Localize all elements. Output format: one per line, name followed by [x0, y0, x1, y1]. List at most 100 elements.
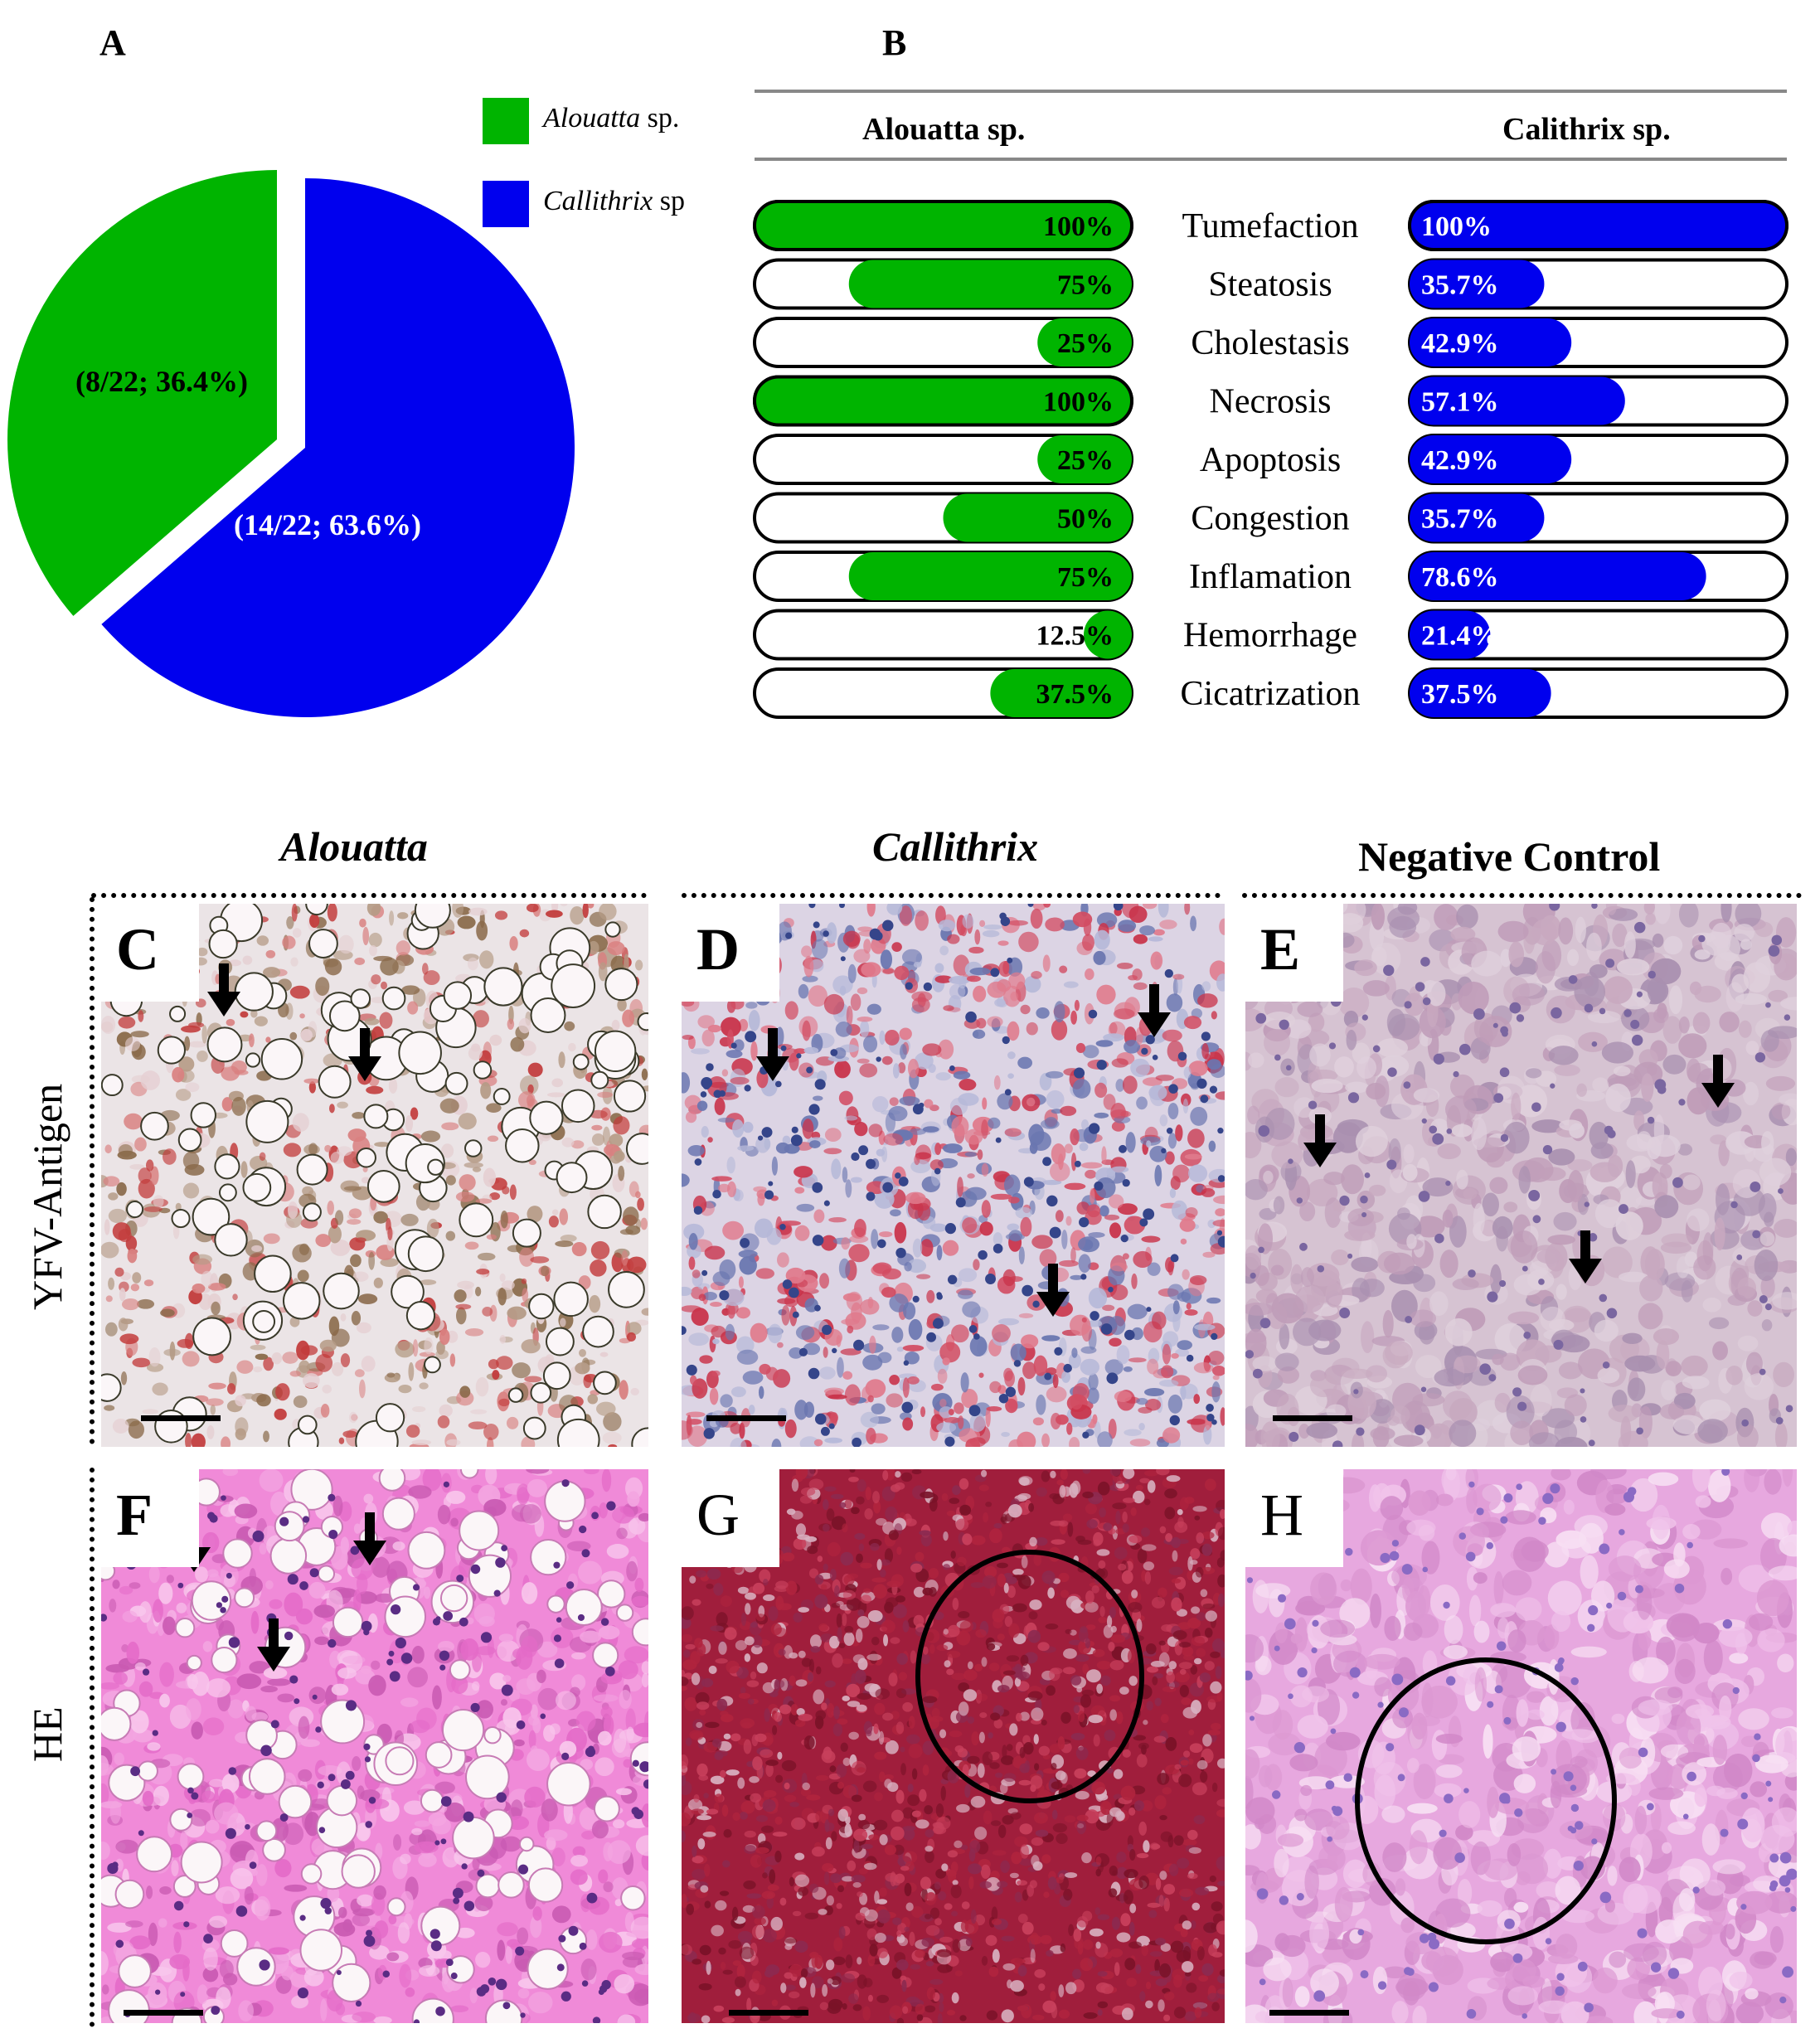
pie-chart: (14/22; 63.6%) (8/22; 36.4%) — [7, 170, 575, 717]
panel-label-g: G — [696, 1482, 740, 1548]
panel-tile-c: C — [101, 904, 199, 1002]
bar-calithrix — [1410, 318, 1572, 366]
panel-tile-d: D — [682, 904, 779, 1002]
bar-label-calithrix: 100% — [1421, 211, 1492, 242]
micrograph-h: H — [1245, 1469, 1797, 2023]
tissue-texture — [101, 1469, 648, 2023]
dotted-rule-left-top — [90, 897, 95, 1444]
bar-label-calithrix: 57.1% — [1421, 387, 1499, 418]
bar-calithrix — [1410, 493, 1545, 542]
bar-label-alouatta: 25% — [1057, 445, 1114, 476]
micrograph-g: G — [682, 1469, 1225, 2023]
pie-slice-alouatta — [7, 170, 277, 616]
category-label: Hemorrhage — [1183, 617, 1357, 655]
column-header-callithrix: Callithrix — [872, 823, 1039, 870]
bar-calithrix — [1410, 376, 1625, 425]
micrograph-c: C — [101, 904, 648, 1447]
bar-alouatta — [990, 669, 1132, 717]
legend-label-alouatta: Alouatta sp. — [543, 103, 680, 133]
bar-label-calithrix: 35.7% — [1421, 504, 1499, 535]
bar-alouatta — [848, 552, 1132, 600]
tissue-texture — [101, 904, 648, 1447]
lesion-bar-chart: 100% 100% Tumefaction 75% 35.7% Steatosis 25% 4… — [753, 200, 1788, 719]
panel-label-f: F — [116, 1482, 153, 1548]
arrow-icon — [207, 963, 240, 1017]
bar-label-calithrix: 78.6% — [1421, 562, 1499, 593]
tissue-texture — [682, 904, 1225, 1447]
dotted-rule-left-bottom — [90, 1468, 95, 2027]
bar-label-calithrix: 37.5% — [1421, 679, 1499, 710]
legend-swatch-callithrix — [483, 181, 529, 227]
scale-bar — [706, 1415, 786, 1421]
arrow-icon — [1303, 1114, 1337, 1167]
bar-label-alouatta: 50% — [1057, 504, 1114, 535]
category-label: Cicatrization — [1181, 675, 1361, 713]
arrow-icon — [257, 1618, 290, 1672]
dotted-rule-3 — [1242, 893, 1802, 898]
bar-label-alouatta: 100% — [1043, 211, 1114, 242]
category-label: Inflamation — [1189, 558, 1352, 596]
highlight-circle — [1355, 1657, 1617, 1944]
scale-bar — [141, 1415, 221, 1421]
legend-label-callithrix: Callithrix sp — [543, 186, 685, 216]
category-label: Tumefaction — [1182, 207, 1358, 245]
category-label: Congestion — [1191, 500, 1349, 538]
panel-label-d: D — [696, 916, 740, 983]
pie-label-alouatta: (8/22; 36.4%) — [75, 365, 248, 398]
row-label-he: HE — [24, 1706, 70, 1762]
highlight-circle — [915, 1550, 1144, 1803]
bar-calithrix — [1410, 260, 1545, 308]
arrow-icon — [1036, 1264, 1070, 1317]
bar-alouatta — [753, 200, 1133, 251]
arrow-icon — [756, 1028, 789, 1081]
category-label: Apoptosis — [1200, 441, 1341, 479]
bar-label-alouatta: 100% — [1043, 387, 1114, 418]
bar-label-alouatta: 75% — [1057, 562, 1114, 593]
panel-tile-h: H — [1245, 1469, 1343, 1567]
row-label-yfv-antigen: YFV-Antigen — [24, 1083, 70, 1310]
legend-swatch-alouatta — [483, 98, 529, 144]
bar-label-calithrix: 42.9% — [1421, 445, 1499, 476]
column-title-alouatta: Alouatta sp. — [862, 112, 1026, 147]
table-header-rule — [755, 158, 1787, 161]
bar-label-alouatta: 37.5% — [1036, 679, 1114, 710]
arrow-icon — [353, 1512, 386, 1565]
bar-alouatta — [1037, 435, 1132, 483]
category-label: Cholestasis — [1191, 324, 1349, 362]
column-title-calithrix: Calithrix sp. — [1502, 112, 1671, 147]
column-header-alouatta: Alouatta — [280, 823, 428, 870]
arrow-icon — [1569, 1230, 1602, 1284]
scale-bar — [1273, 1415, 1352, 1421]
scale-bar — [729, 2010, 808, 2016]
dotted-rule-1 — [91, 893, 647, 898]
arrow-icon — [1138, 984, 1171, 1037]
panel-tile-g: G — [682, 1469, 779, 1567]
bar-alouatta — [1037, 318, 1132, 366]
panel-tile-f: F — [101, 1469, 199, 1567]
scale-bar — [124, 2010, 203, 2016]
bar-calithrix — [1410, 552, 1706, 600]
micrograph-f: F — [101, 1469, 648, 2023]
bar-label-alouatta: 25% — [1057, 328, 1114, 359]
panel-label-a: A — [99, 22, 126, 63]
bar-calithrix — [1410, 669, 1551, 717]
dotted-rule-2 — [682, 893, 1221, 898]
pie-label-callithrix: (14/22; 63.6%) — [234, 508, 421, 541]
category-label: Steatosis — [1208, 266, 1332, 304]
pie-slice-callithrix — [101, 178, 575, 717]
bar-label-calithrix: 35.7% — [1421, 270, 1499, 301]
bar-alouatta — [943, 493, 1132, 542]
panel-tile-e: E — [1245, 904, 1343, 1002]
bar-calithrix — [1408, 200, 1788, 251]
table-top-rule — [755, 90, 1787, 93]
micrograph-d: D — [682, 904, 1225, 1447]
bar-label-calithrix: 42.9% — [1421, 328, 1499, 359]
bar-alouatta — [1084, 610, 1132, 659]
column-header-negative-control: Negative Control — [1358, 833, 1661, 880]
scale-bar — [1269, 2010, 1349, 2016]
bar-calithrix — [1410, 435, 1572, 483]
bar-label-alouatta: 12.5% — [1036, 621, 1114, 652]
arrow-icon — [1701, 1055, 1735, 1108]
panel-label-c: C — [116, 916, 159, 983]
panel-label-b: B — [882, 22, 907, 63]
